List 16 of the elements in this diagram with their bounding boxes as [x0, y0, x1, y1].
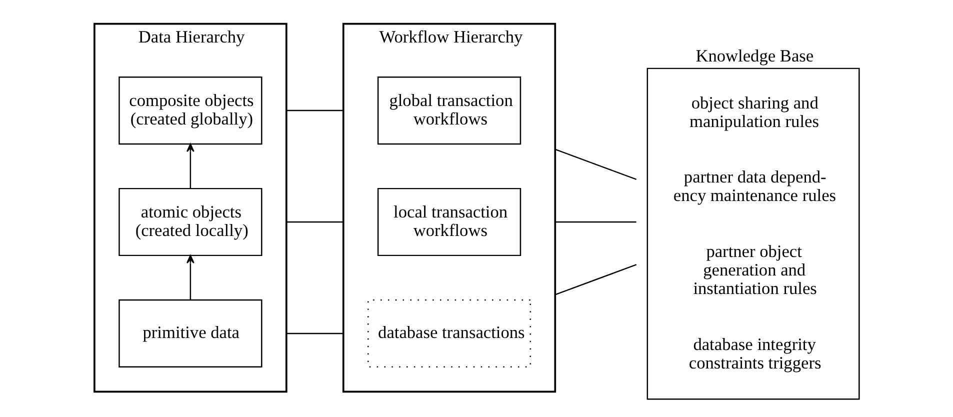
- connector: [554, 148, 637, 180]
- connector: [555, 220, 636, 222]
- arrow: [186, 142, 194, 188]
- node-box: primitive data: [118, 298, 262, 368]
- node-box: atomic objects (created locally): [118, 187, 262, 256]
- node-box: local transaction workflows: [377, 187, 522, 256]
- connector: [286, 109, 344, 111]
- node-box: object sharing and manipulation rules partner data depend- ency maintenance rules partner object generation and instantiation rules database integrity constraints triggers: [646, 67, 860, 400]
- node-box: global transaction workflows: [377, 76, 522, 144]
- connector: [554, 264, 637, 295]
- node-box: database transactions: [368, 298, 531, 368]
- connector: [286, 332, 344, 334]
- node-label: Knowledge Base: [696, 46, 814, 65]
- arrow: [186, 254, 194, 300]
- connector: [286, 220, 344, 222]
- node-box: composite objects (created globally): [118, 76, 262, 144]
